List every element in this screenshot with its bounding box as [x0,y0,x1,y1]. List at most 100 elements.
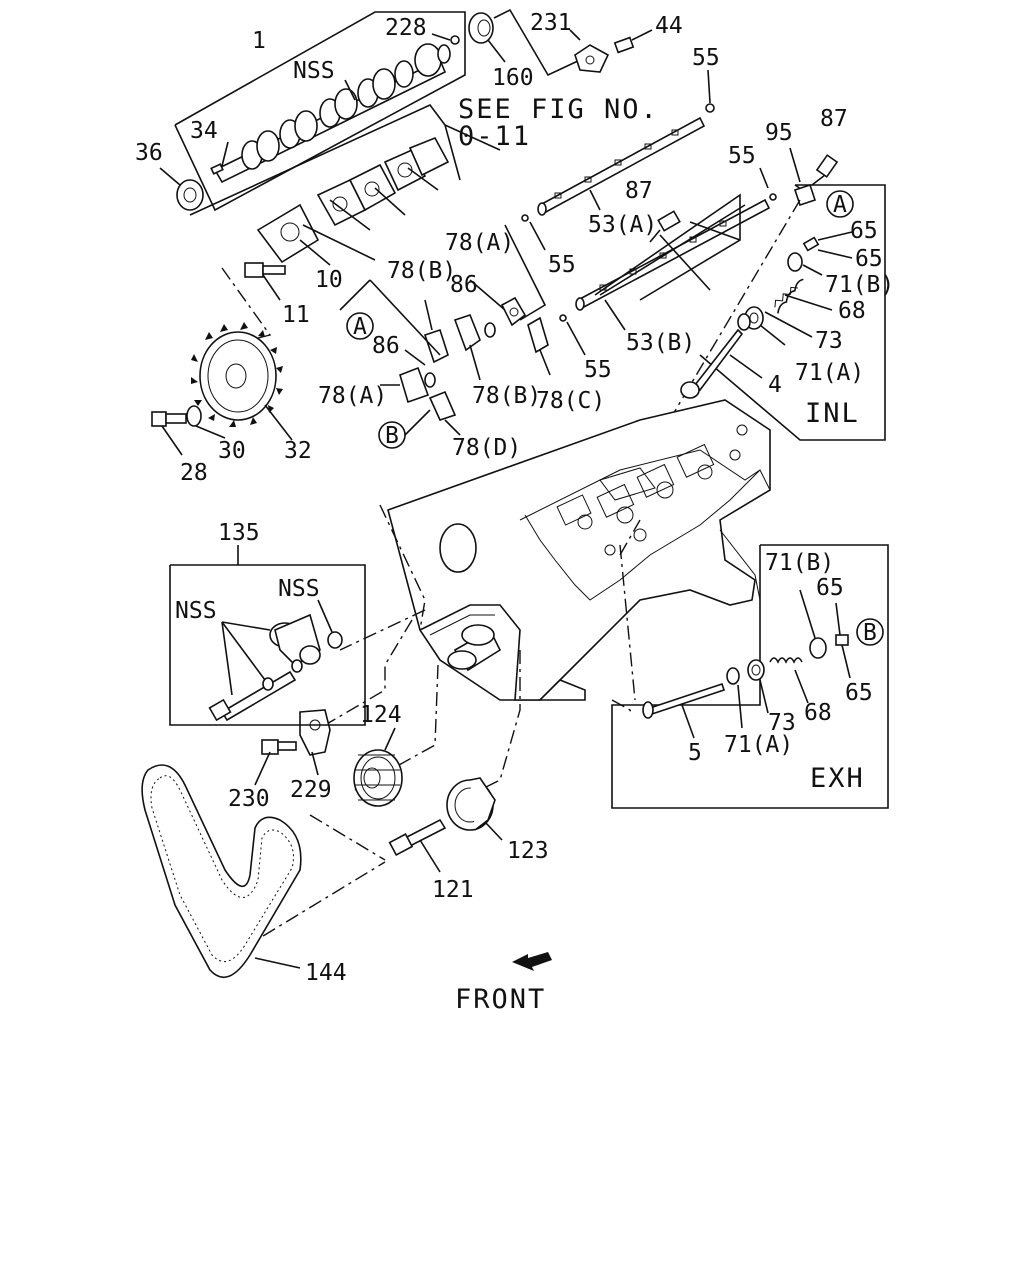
label-30: 30 [218,438,246,464]
label-circle-a-left: A [353,314,367,340]
label-78a-upper: 78(A) [445,230,514,256]
label-circle-a-right: A [833,192,847,218]
adjust-95 [793,183,817,207]
callout-circles [346,190,884,646]
rocker-shaft-53a [537,116,706,216]
label-73-exh: 73 [768,710,796,736]
label-65-exh-upper: 65 [816,575,844,601]
spring-68-exh [769,657,803,664]
tensioner-bolt [220,670,297,722]
washer-nss [327,631,343,649]
bolt-44 [613,29,653,54]
cover-231 [569,29,610,73]
block-boss [439,523,477,573]
idler-pulley-123 [446,777,503,841]
cam-holder-10 [256,203,320,264]
label-71a-exh: 71(A) [724,732,793,758]
cylinder-head-block [387,399,771,701]
label-28: 28 [180,460,208,486]
label-1: 1 [252,28,266,54]
front-arrow [512,952,552,971]
label-10: 10 [315,267,343,293]
bolt-87-top [811,154,839,186]
label-78a-lower: 78(A) [318,383,387,409]
label-229: 229 [290,777,332,803]
label-87-top: 87 [820,106,848,132]
cam-sprocket-32 [191,322,293,441]
label-inl: INL [805,398,860,429]
bolt-87-mid [649,210,681,243]
plug-228 [450,35,460,45]
bolt-28 [151,411,187,456]
tensioner-229 [299,709,331,776]
label-78b-lower: 78(B) [472,383,541,409]
label-144: 144 [305,960,347,986]
label-nss-cam: NSS [293,58,335,84]
camshaft [213,43,451,184]
seal-73-exh [747,659,765,681]
label-71b-inl: 71(B) [825,272,894,298]
label-68-inl: 68 [838,298,866,324]
label-4: 4 [768,372,782,398]
label-121: 121 [432,877,474,903]
seal-36 [176,179,204,211]
label-circle-b-right: B [863,620,877,646]
label-78b-upper: 78(B) [387,258,456,284]
plug-55-top [705,103,715,113]
label-86-upper: 86 [450,272,478,298]
cam-bearing-caps [189,104,501,266]
plug-55-right [769,193,777,201]
label-68-exh: 68 [804,700,832,726]
label-nss-bolt: NSS [175,598,217,624]
cotter-65 [802,236,820,252]
label-65-lower: 65 [855,246,883,272]
label-55-lower: 55 [584,357,612,383]
rocker-78b-left [423,299,449,364]
rocker-78d [428,390,461,436]
cotter-65-exh [835,634,849,646]
camshaft-group [159,11,466,212]
label-11: 11 [282,302,310,328]
part-labels: 1 228 160 231 44 55 NSS SEE FIG NO. 0-11… [135,10,894,1015]
seal-160 [468,12,506,63]
label-228: 228 [385,15,427,41]
intake-valve-group [639,147,886,471]
bolt-11 [244,262,286,301]
rocker-78b-upper [453,314,481,381]
washer-86-lower [424,372,436,388]
label-36: 36 [135,140,163,166]
label-71b-exh: 71(B) [765,550,834,576]
label-exh: EXH [810,763,865,794]
rocker-78a-lower [380,366,430,404]
rocker-78c [527,316,551,376]
label-53b: 53(B) [626,330,695,356]
bolt-230 [254,739,297,786]
label-230: 230 [228,786,270,812]
label-86-lower: 86 [372,333,400,359]
label-123: 123 [507,838,549,864]
pin-34 [210,163,224,175]
label-55-top: 55 [692,45,720,71]
label-see-fig: SEE FIG NO. [458,94,659,125]
timing-belt-144 [141,764,302,979]
label-front: FRONT [455,984,546,1015]
label-95: 95 [765,120,793,146]
label-71a-inl: 71(A) [795,360,864,386]
label-231: 231 [530,10,572,36]
intake-valve-4 [680,328,763,399]
exhaust-valve-5 [642,682,726,739]
label-78c: 78(C) [536,388,605,414]
spring-68 [777,278,804,314]
retainer-71b-exh [809,637,827,659]
label-44: 44 [655,13,683,39]
crank-sprocket-124 [353,727,403,807]
label-32: 32 [284,438,312,464]
label-53a: 53(A) [588,212,657,238]
label-87-mid: 87 [625,178,653,204]
label-34: 34 [190,118,218,144]
rocker-78a-upper [500,296,527,327]
label-124: 124 [360,702,402,728]
label-5: 5 [688,740,702,766]
label-73-inl: 73 [815,328,843,354]
